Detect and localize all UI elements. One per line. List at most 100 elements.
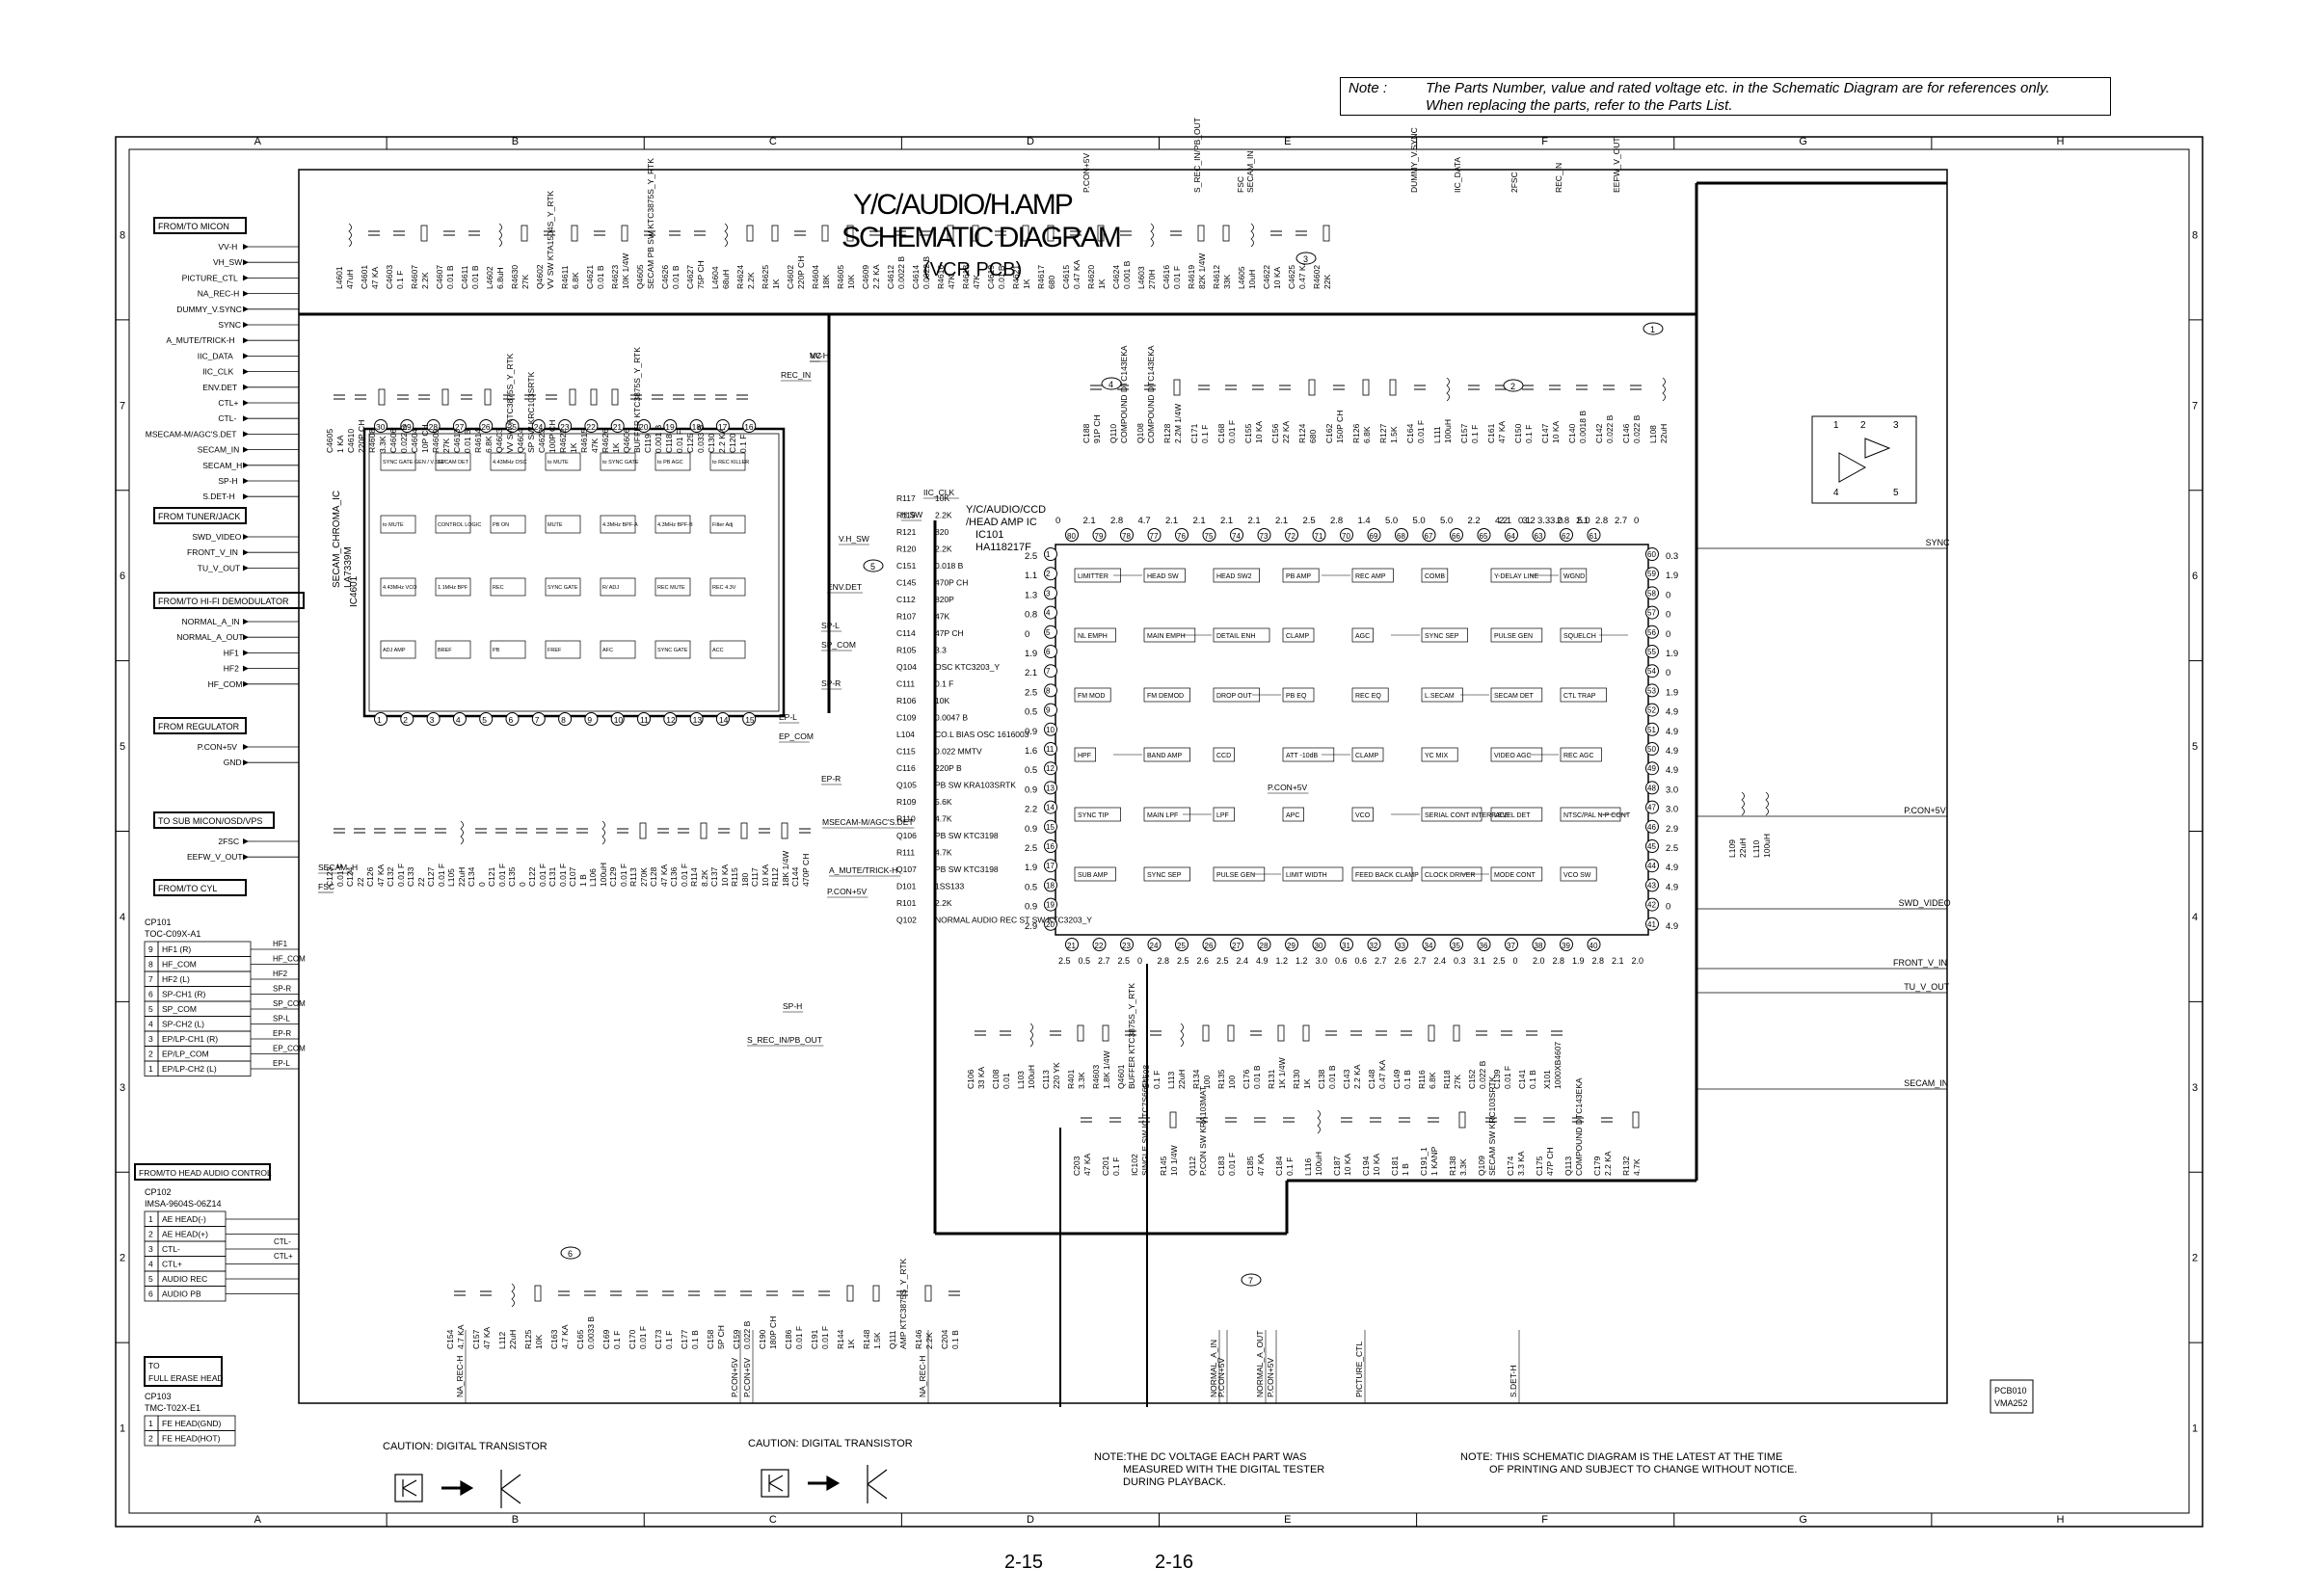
note-label: Note :: [1349, 80, 1388, 96]
net-label: A_MUTE/TRICK-H: [829, 865, 897, 875]
component-value: 47P CH: [935, 628, 964, 638]
net-label: EP-L: [779, 712, 797, 722]
dc-voltage: 2.8: [1330, 516, 1343, 526]
pin-signal: CTL+: [162, 1260, 182, 1269]
component-value: 47 KA: [659, 864, 669, 887]
dc-voltage: 0.9: [1025, 824, 1037, 835]
component-value: 47K: [590, 439, 600, 453]
component-value: 0.01 F: [638, 1326, 648, 1349]
component-ref: C176: [1242, 1069, 1251, 1089]
net-name: EP-L: [273, 1059, 290, 1068]
dc-voltage: 2.8: [1592, 956, 1605, 966]
signal-name: DUMMY_V.SYNC: [176, 305, 242, 314]
net-label: IIC_DATA: [1453, 157, 1462, 193]
page-number-left: 2-15: [1004, 1552, 1044, 1573]
dc-voltage: 2.5: [1058, 956, 1071, 966]
component-ref: Q111: [888, 1330, 897, 1349]
dc-voltage: 0.5: [1079, 956, 1091, 966]
component-ref: C152: [1467, 1069, 1477, 1089]
ic-pin: 27: [1232, 942, 1241, 950]
ic-block: YC MIX: [1425, 753, 1448, 759]
ic-block: MAIN LPF: [1147, 812, 1178, 819]
net-name: CTL+: [274, 1252, 293, 1261]
ic-pin: 14: [1046, 804, 1055, 812]
ic-pin: 64: [1507, 532, 1515, 541]
component-value: 1K: [1022, 279, 1031, 289]
pin-signal: HF2 (L): [162, 974, 190, 984]
component-ref: C113: [1041, 1070, 1051, 1089]
ic-pin: 24: [534, 422, 544, 432]
component-value: 0.01 B: [445, 265, 455, 289]
net-name: HF2: [273, 970, 288, 978]
ic-block: PB EQ: [1286, 693, 1307, 700]
signal-name: EEFW_V_OUT: [187, 852, 243, 862]
component-ref: Q4603: [494, 428, 504, 453]
component-ref: L116: [1303, 1157, 1313, 1176]
component-value: 1K: [771, 279, 781, 289]
component-ref: C127: [426, 866, 436, 887]
net-label: P.CON+5V: [1082, 152, 1091, 193]
ic-block: CONTROL LOGIC: [438, 522, 481, 528]
component-value: 1K: [611, 442, 621, 453]
component-ref: C186: [784, 1329, 793, 1349]
component-value: 0.001 B: [1122, 260, 1132, 289]
component-ref: C4606: [388, 429, 398, 453]
ic-pin: 36: [1480, 942, 1488, 950]
component-value: 270K: [639, 867, 649, 887]
component-ref: D101: [896, 882, 917, 891]
ic-pin: 34: [1425, 942, 1433, 950]
dc-voltage: 5.0: [1413, 516, 1426, 526]
dc-voltage: 3.2: [1523, 516, 1536, 526]
connector-groups: FROM/TO MICONVV-HVH_SWPICTURE_CTLNA_REC-…: [146, 217, 305, 896]
component-value: COMPOUND DTC143EKA: [1119, 345, 1129, 443]
dc-voltage: 5.0: [1578, 516, 1590, 526]
signal-name: SWD_VIDEO: [192, 532, 241, 542]
component-ref: C130: [707, 433, 716, 453]
component-ref: C150: [1513, 423, 1523, 443]
component-ref: R4603: [1091, 1065, 1101, 1089]
ic-block: LPF: [1216, 812, 1229, 819]
pin-signal: AE HEAD(+): [162, 1230, 208, 1239]
component-value: SINGLE SW IC TC7S66FU: [1140, 1077, 1150, 1176]
bottom-signal: NA_REC-H: [455, 1356, 465, 1397]
grid-col-label: D: [1027, 136, 1034, 147]
ic-block: MAIN EMPH: [1147, 633, 1186, 640]
ic-pin: 12: [1046, 764, 1055, 773]
component-ref: R4624: [735, 265, 745, 289]
component-value: 0.01 B: [596, 265, 605, 289]
ic-pin: 40: [1589, 942, 1598, 950]
ic-block: MUTE: [548, 522, 563, 528]
caution-text-1: CAUTION: DIGITAL TRANSISTOR: [383, 1441, 548, 1452]
component-value: 100uH: [1027, 1065, 1036, 1089]
component-ref: R115: [730, 867, 739, 887]
component-ref: R126: [1351, 423, 1361, 443]
component-ref: C190: [758, 1329, 767, 1349]
net-label: REC_IN: [781, 370, 811, 380]
ic101-ref: IC101: [975, 529, 1003, 541]
ic-pin: 18: [692, 422, 702, 432]
component-value: 0.1 F: [1200, 425, 1210, 443]
dc-voltage: 4.9: [1666, 882, 1678, 892]
grid-row-label: 3: [120, 1082, 125, 1094]
ic-block: CLAMP: [1355, 753, 1378, 759]
component-ref: C173: [654, 1329, 663, 1349]
component-value: 1 B: [578, 874, 588, 887]
